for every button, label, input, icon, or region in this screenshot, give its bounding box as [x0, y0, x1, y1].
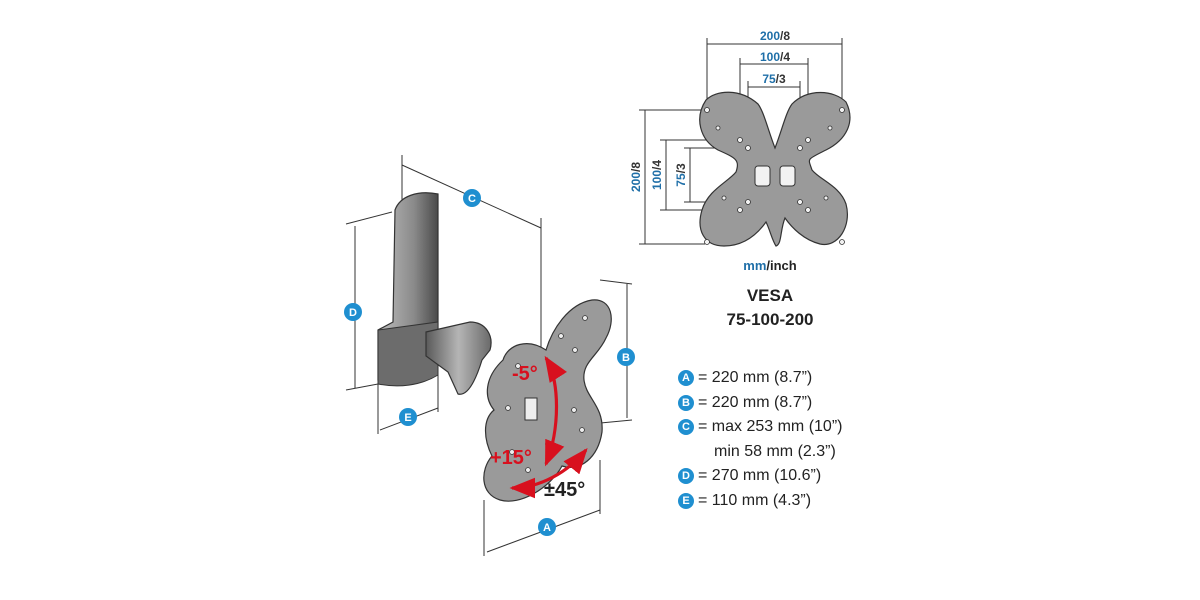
badge-e: E [399, 408, 417, 426]
legend-badge-a: A [678, 370, 694, 387]
svg-text:A: A [543, 522, 551, 534]
dimension-legend: A= 220 mm (8.7”) B= 220 mm (8.7”) C= max… [678, 366, 918, 513]
vesa-title: VESA 75-100-200 [690, 284, 850, 332]
vesa-mount-holes [704, 107, 845, 245]
tilt-up-angle-label: +15° [490, 447, 532, 469]
tilt-arrows [509, 355, 588, 499]
legend-row-c: C= max 253 mm (10”) [678, 415, 918, 440]
legend-row-c-min: min 58 mm (2.3”) [678, 440, 918, 465]
vesa-plate-drawing [639, 38, 851, 247]
legend-row-e: E= 110 mm (4.3”) [678, 489, 918, 514]
vesa-butterfly-plate [699, 91, 851, 247]
swivel-arm [425, 321, 492, 395]
vesa-width-100-label: 100/4 [760, 50, 790, 64]
legend-text-d: = 270 mm (10.6”) [698, 467, 822, 485]
vesa-title-line2: 75-100-200 [726, 310, 814, 329]
tilt-down-angle-label: -5° [512, 363, 538, 385]
legend-row-a: A= 220 mm (8.7”) [678, 366, 918, 391]
swivel-angle-label: ±45° [544, 479, 585, 501]
tv-mount-plate [483, 299, 612, 502]
vesa-center-slots [754, 165, 796, 187]
legend-badge-c: C [678, 419, 694, 436]
vesa-title-line1: VESA [746, 286, 794, 305]
vesa-height-200-label: 200/8 [629, 162, 643, 192]
legend-row-d: D= 270 mm (10.6”) [678, 464, 918, 489]
svg-text:E: E [404, 412, 411, 424]
legend-text-c-min: min 58 mm (2.3”) [714, 442, 836, 460]
vesa-height-100-label: 100/4 [650, 160, 664, 190]
svg-text:B: B [622, 352, 630, 364]
svg-text:D: D [349, 307, 357, 319]
legend-row-b: B= 220 mm (8.7”) [678, 391, 918, 416]
units-mm: mm [743, 258, 767, 273]
vesa-dimension-labels: 200/8 100/4 75/3 200/8 100/4 75/3 [629, 29, 790, 192]
vesa-width-200-label: 200/8 [760, 29, 790, 43]
vesa-height-75-label: 75/3 [674, 163, 688, 187]
units-inch: /inch [766, 258, 797, 273]
svg-text:C: C [468, 193, 476, 205]
legend-text-e: = 110 mm (4.3”) [698, 491, 812, 509]
legend-text-c: = max 253 mm (10”) [698, 418, 843, 436]
vesa-units-label: mm/inch [700, 258, 840, 273]
legend-text-b: = 220 mm (8.7”) [698, 393, 813, 411]
badge-a: A [538, 518, 556, 536]
badge-d: D [344, 303, 362, 321]
legend-text-a: = 220 mm (8.7”) [698, 369, 813, 387]
badge-b: B [617, 348, 635, 366]
legend-badge-b: B [678, 394, 694, 411]
tv-plate-center-slot [524, 397, 538, 421]
legend-badge-d: D [678, 468, 694, 485]
wall-mount-drawing [345, 155, 633, 556]
badge-c: C [463, 189, 481, 207]
legend-badge-e: E [678, 492, 694, 509]
wall-bracket-base [377, 321, 439, 387]
vesa-width-75-label: 75/3 [762, 72, 786, 86]
